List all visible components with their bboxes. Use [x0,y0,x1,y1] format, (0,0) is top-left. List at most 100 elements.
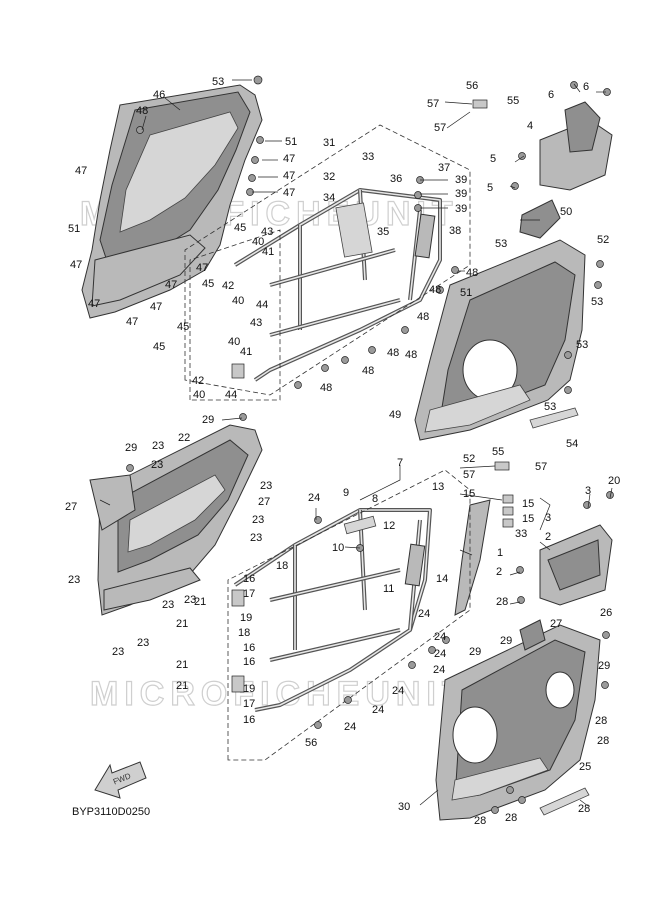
callout: 41 [262,246,274,258]
callout: 24 [433,664,445,676]
callout: 47 [88,298,100,310]
callout: 6 [583,81,589,93]
callout: 48 [405,349,417,361]
callout: 27 [65,501,77,513]
callout: 51 [460,287,472,299]
callout: 55 [492,446,504,458]
frame-group-outline-upper [184,124,471,396]
callout: 4 [527,120,533,132]
callout: 24 [418,608,430,620]
callout: 29 [202,414,214,426]
fwd-arrow-icon: FWD [94,761,147,799]
callout: 43 [250,317,262,329]
callout: 27 [258,496,270,508]
callout: 23 [162,599,174,611]
callout: 30 [398,801,410,813]
callout: 25 [579,761,591,773]
callout: 51 [68,223,80,235]
callout: 49 [389,409,401,421]
callout: 5 [490,153,496,165]
callout: 6 [548,89,554,101]
callout: 48 [429,284,441,296]
callout: 5 [487,182,493,194]
front-door-outer-panel [89,424,263,616]
callout: 21 [176,659,188,671]
callout: 51 [285,136,297,148]
callout: 48 [136,105,148,117]
callout: 23 [68,574,80,586]
callout: 47 [283,170,295,182]
callout: 45 [202,278,214,290]
callout: 47 [70,259,82,271]
front-door-inner-panel [435,619,601,821]
callout: 40 [193,389,205,401]
callout: 50 [560,206,572,218]
weatherstrip-20 [454,499,491,616]
rear-door-inner-panel [414,239,586,441]
callout: 48 [362,365,374,377]
callout: 53 [212,76,224,88]
callout: 28 [597,735,609,747]
callout: 56 [466,80,478,92]
callout: 47 [283,187,295,199]
callout: 57 [535,461,547,473]
callout: 39 [455,203,467,215]
callout: 45 [177,321,189,333]
callout: 48 [320,382,332,394]
callout: 19 [240,612,252,624]
callout: 47 [126,316,138,328]
callout: 23 [252,514,264,526]
trim-piece-50 [519,199,561,239]
callout: 28 [505,812,517,824]
fasteners [126,75,614,814]
callout: 23 [250,532,262,544]
callout: 16 [243,656,255,668]
callout: 48 [417,311,429,323]
callout: 47 [165,279,177,291]
callout: 45 [153,341,165,353]
callout: 36 [390,173,402,185]
callout: 32 [323,171,335,183]
rear-door-outer-panel [81,84,263,319]
callout: 23 [260,480,272,492]
callout: 47 [150,301,162,313]
callout: 47 [283,153,295,165]
callout: 29 [469,646,481,658]
callout: 57 [463,469,475,481]
callout: 48 [387,347,399,359]
callout: 53 [576,339,588,351]
callout: 40 [228,336,240,348]
callout: 52 [463,453,475,465]
callout: 16 [243,573,255,585]
callout: 44 [225,389,237,401]
lower-hinge-cover [539,524,613,606]
callout: 47 [196,262,208,274]
callout: 21 [176,680,188,692]
front-door-frame [233,508,432,712]
callout: 18 [238,627,250,639]
callout: 42 [222,280,234,292]
callout: 48 [466,267,478,279]
callout: 14 [436,573,448,585]
weatherstrip-54 [529,407,579,429]
callout: 11 [383,583,394,595]
callout: 23 [112,646,124,658]
frame-group-outline-lower [227,469,471,761]
callout: 40 [232,295,244,307]
callout: 23 [137,637,149,649]
leader-lines [99,79,613,807]
watermark-lower: MICROFICHEUNIT [90,675,469,713]
diagram-code: BYP3110D0250 [72,806,151,818]
hinge-group-outline-upper [189,229,281,401]
callout: 2 [496,566,502,578]
callout: 17 [243,588,255,600]
callout: 26 [600,607,612,619]
callout: 31 [323,137,335,149]
callout: 52 [597,234,609,246]
callout: 24 [392,685,404,697]
callout: 18 [276,560,288,572]
callout: 20 [608,475,620,487]
callout: 23 [152,440,164,452]
callout: 23 [151,459,163,471]
callout: 28 [595,715,607,727]
